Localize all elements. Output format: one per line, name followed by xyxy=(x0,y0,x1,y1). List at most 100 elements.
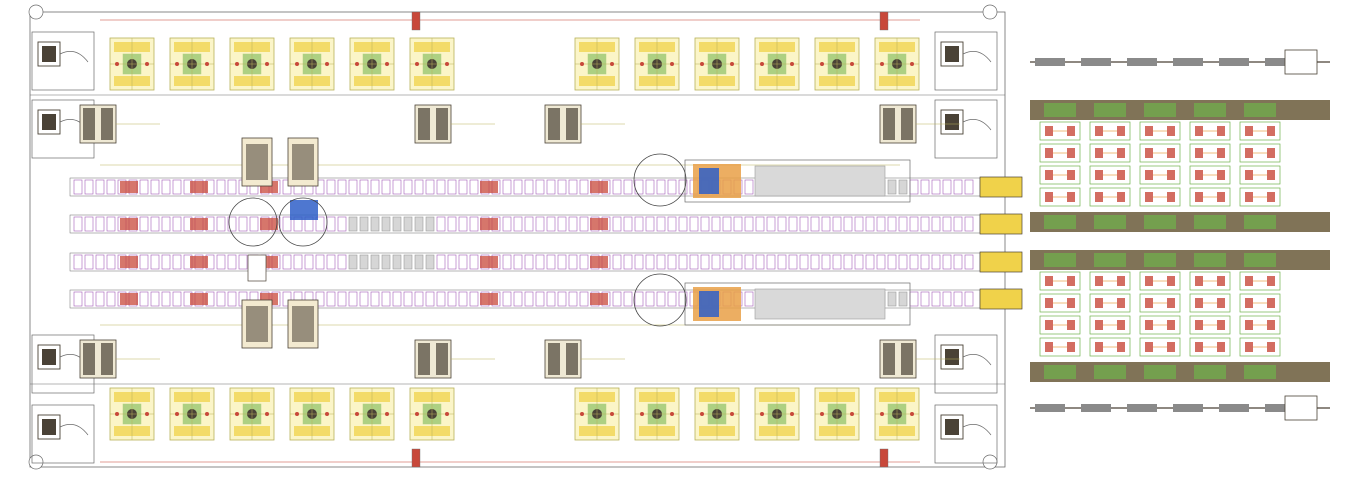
roller-segment xyxy=(216,216,226,232)
roller-segment xyxy=(766,254,776,270)
station-marker xyxy=(175,412,179,416)
roller-segment xyxy=(931,254,941,270)
robot-reach-arc xyxy=(59,424,89,436)
roller-segment xyxy=(326,254,336,270)
roller-segment xyxy=(524,179,534,195)
rack-bay xyxy=(1039,187,1081,207)
rack-slot xyxy=(1044,103,1076,117)
station-marker xyxy=(445,412,449,416)
rack-pallet xyxy=(1267,170,1275,180)
roller-segment xyxy=(546,216,556,232)
cart-side xyxy=(83,343,95,375)
cart-side xyxy=(901,343,913,375)
roller-segment xyxy=(139,216,149,232)
gate-post xyxy=(411,11,421,31)
roller-segment xyxy=(216,179,226,195)
rack-pallet xyxy=(1067,170,1075,180)
station-marker xyxy=(235,62,239,66)
rack-pallet xyxy=(1067,192,1075,202)
assembly-station xyxy=(694,37,740,91)
lifter-icon xyxy=(287,299,319,349)
rack-bay xyxy=(1239,187,1281,207)
roller-segment xyxy=(821,216,831,232)
station-marker xyxy=(415,412,419,416)
roller-segment xyxy=(964,254,974,270)
roller-segment xyxy=(513,179,523,195)
roller-segment xyxy=(832,216,842,232)
rack-pallet xyxy=(1067,342,1075,352)
roller-segment xyxy=(876,216,886,232)
cart-side xyxy=(548,343,560,375)
rack-bay xyxy=(1139,187,1181,207)
roller-segment xyxy=(667,179,677,195)
station-marker xyxy=(880,412,884,416)
rack-pallet xyxy=(1167,192,1175,202)
roller-segment xyxy=(370,291,380,307)
transfer-cart xyxy=(79,104,160,144)
roller-segment xyxy=(304,254,314,270)
rack-slot xyxy=(1244,365,1276,379)
station-marker xyxy=(700,62,704,66)
rack-pallet xyxy=(1117,192,1125,202)
cart-side xyxy=(101,343,113,375)
roller-segment xyxy=(502,179,512,195)
roller-segment xyxy=(348,254,358,270)
roller-segment xyxy=(513,291,523,307)
rack-bay xyxy=(1089,143,1131,163)
roller-segment xyxy=(150,179,160,195)
lane-transfer-unit xyxy=(979,176,1023,198)
rack-bay xyxy=(1189,187,1231,207)
roller-segment xyxy=(766,216,776,232)
rack-slot xyxy=(1044,365,1076,379)
roller-segment xyxy=(854,216,864,232)
assembly-station xyxy=(634,37,680,91)
roller-segment xyxy=(843,216,853,232)
rack-header-bar xyxy=(1030,362,1330,382)
rack-pallet xyxy=(1195,148,1203,158)
rack-pallet xyxy=(1217,342,1225,352)
roller-segment xyxy=(678,254,688,270)
rack-header-bar xyxy=(1030,250,1330,270)
rack-pallet xyxy=(1095,192,1103,202)
rack-bay xyxy=(1239,271,1281,291)
roller-segment xyxy=(337,254,347,270)
roller-segment xyxy=(898,179,908,195)
pallet xyxy=(590,181,608,193)
rack-bay xyxy=(1189,271,1231,291)
assembly-station xyxy=(634,387,680,441)
station-marker xyxy=(115,412,119,416)
station-marker xyxy=(790,62,794,66)
robot-body xyxy=(945,419,959,435)
rack-slot xyxy=(1094,365,1126,379)
roller-segment xyxy=(502,291,512,307)
roller-segment xyxy=(458,254,468,270)
roller-segment xyxy=(909,291,919,307)
rack-pallet xyxy=(1045,126,1053,136)
roller-segment xyxy=(227,216,237,232)
rack-bay xyxy=(1239,143,1281,163)
rack-bay xyxy=(1039,165,1081,185)
rack-pallet xyxy=(1145,192,1153,202)
roller-segment xyxy=(150,254,160,270)
roller-segment xyxy=(381,179,391,195)
roller-segment xyxy=(722,254,732,270)
rack-bay xyxy=(1089,293,1131,313)
rack-pallet xyxy=(1145,320,1153,330)
rack-pallet xyxy=(1245,126,1253,136)
rack-pallet xyxy=(1117,298,1125,308)
lane-transfer-unit xyxy=(979,251,1023,273)
rack-bay xyxy=(1089,121,1131,141)
roller-segment xyxy=(359,254,369,270)
cart-side xyxy=(566,108,578,140)
rack-slot xyxy=(1094,215,1126,229)
rack-column xyxy=(1089,271,1131,357)
roller-segment xyxy=(755,216,765,232)
cart-side xyxy=(883,108,895,140)
roller-segment xyxy=(524,254,534,270)
robot-reach-arc xyxy=(962,424,992,436)
roller-segment xyxy=(546,179,556,195)
roller-segment xyxy=(964,179,974,195)
rack-pallet xyxy=(1167,342,1175,352)
roller-segment xyxy=(656,291,666,307)
